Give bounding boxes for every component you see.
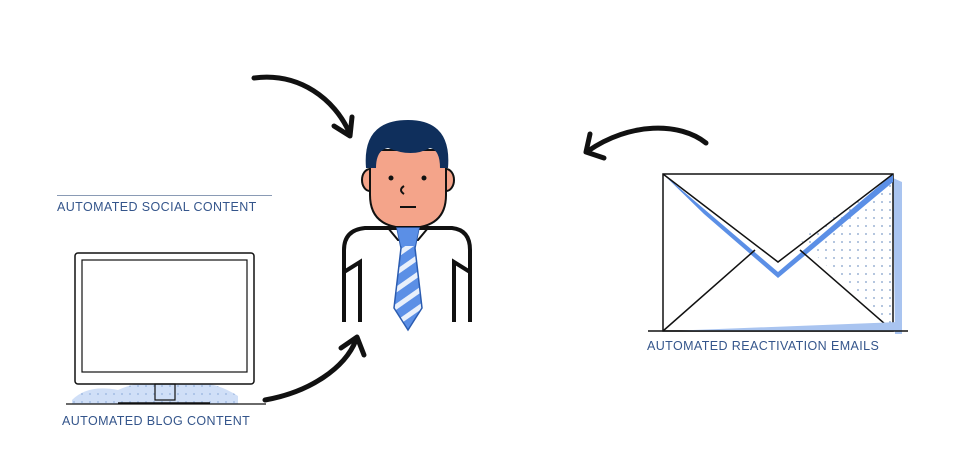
arrow-icon <box>583 125 709 161</box>
reactivation-emails-label: AUTOMATED REACTIVATION EMAILS <box>647 339 880 353</box>
social-divider <box>57 195 272 196</box>
envelope-icon <box>648 173 908 334</box>
person-icon <box>342 120 472 332</box>
monitor-icon <box>66 252 266 405</box>
arrow-icon <box>262 334 367 403</box>
social-content-label: AUTOMATED SOCIAL CONTENT <box>57 200 257 214</box>
blog-content-label: AUTOMATED BLOG CONTENT <box>62 414 251 428</box>
arrow-icon <box>251 74 355 139</box>
